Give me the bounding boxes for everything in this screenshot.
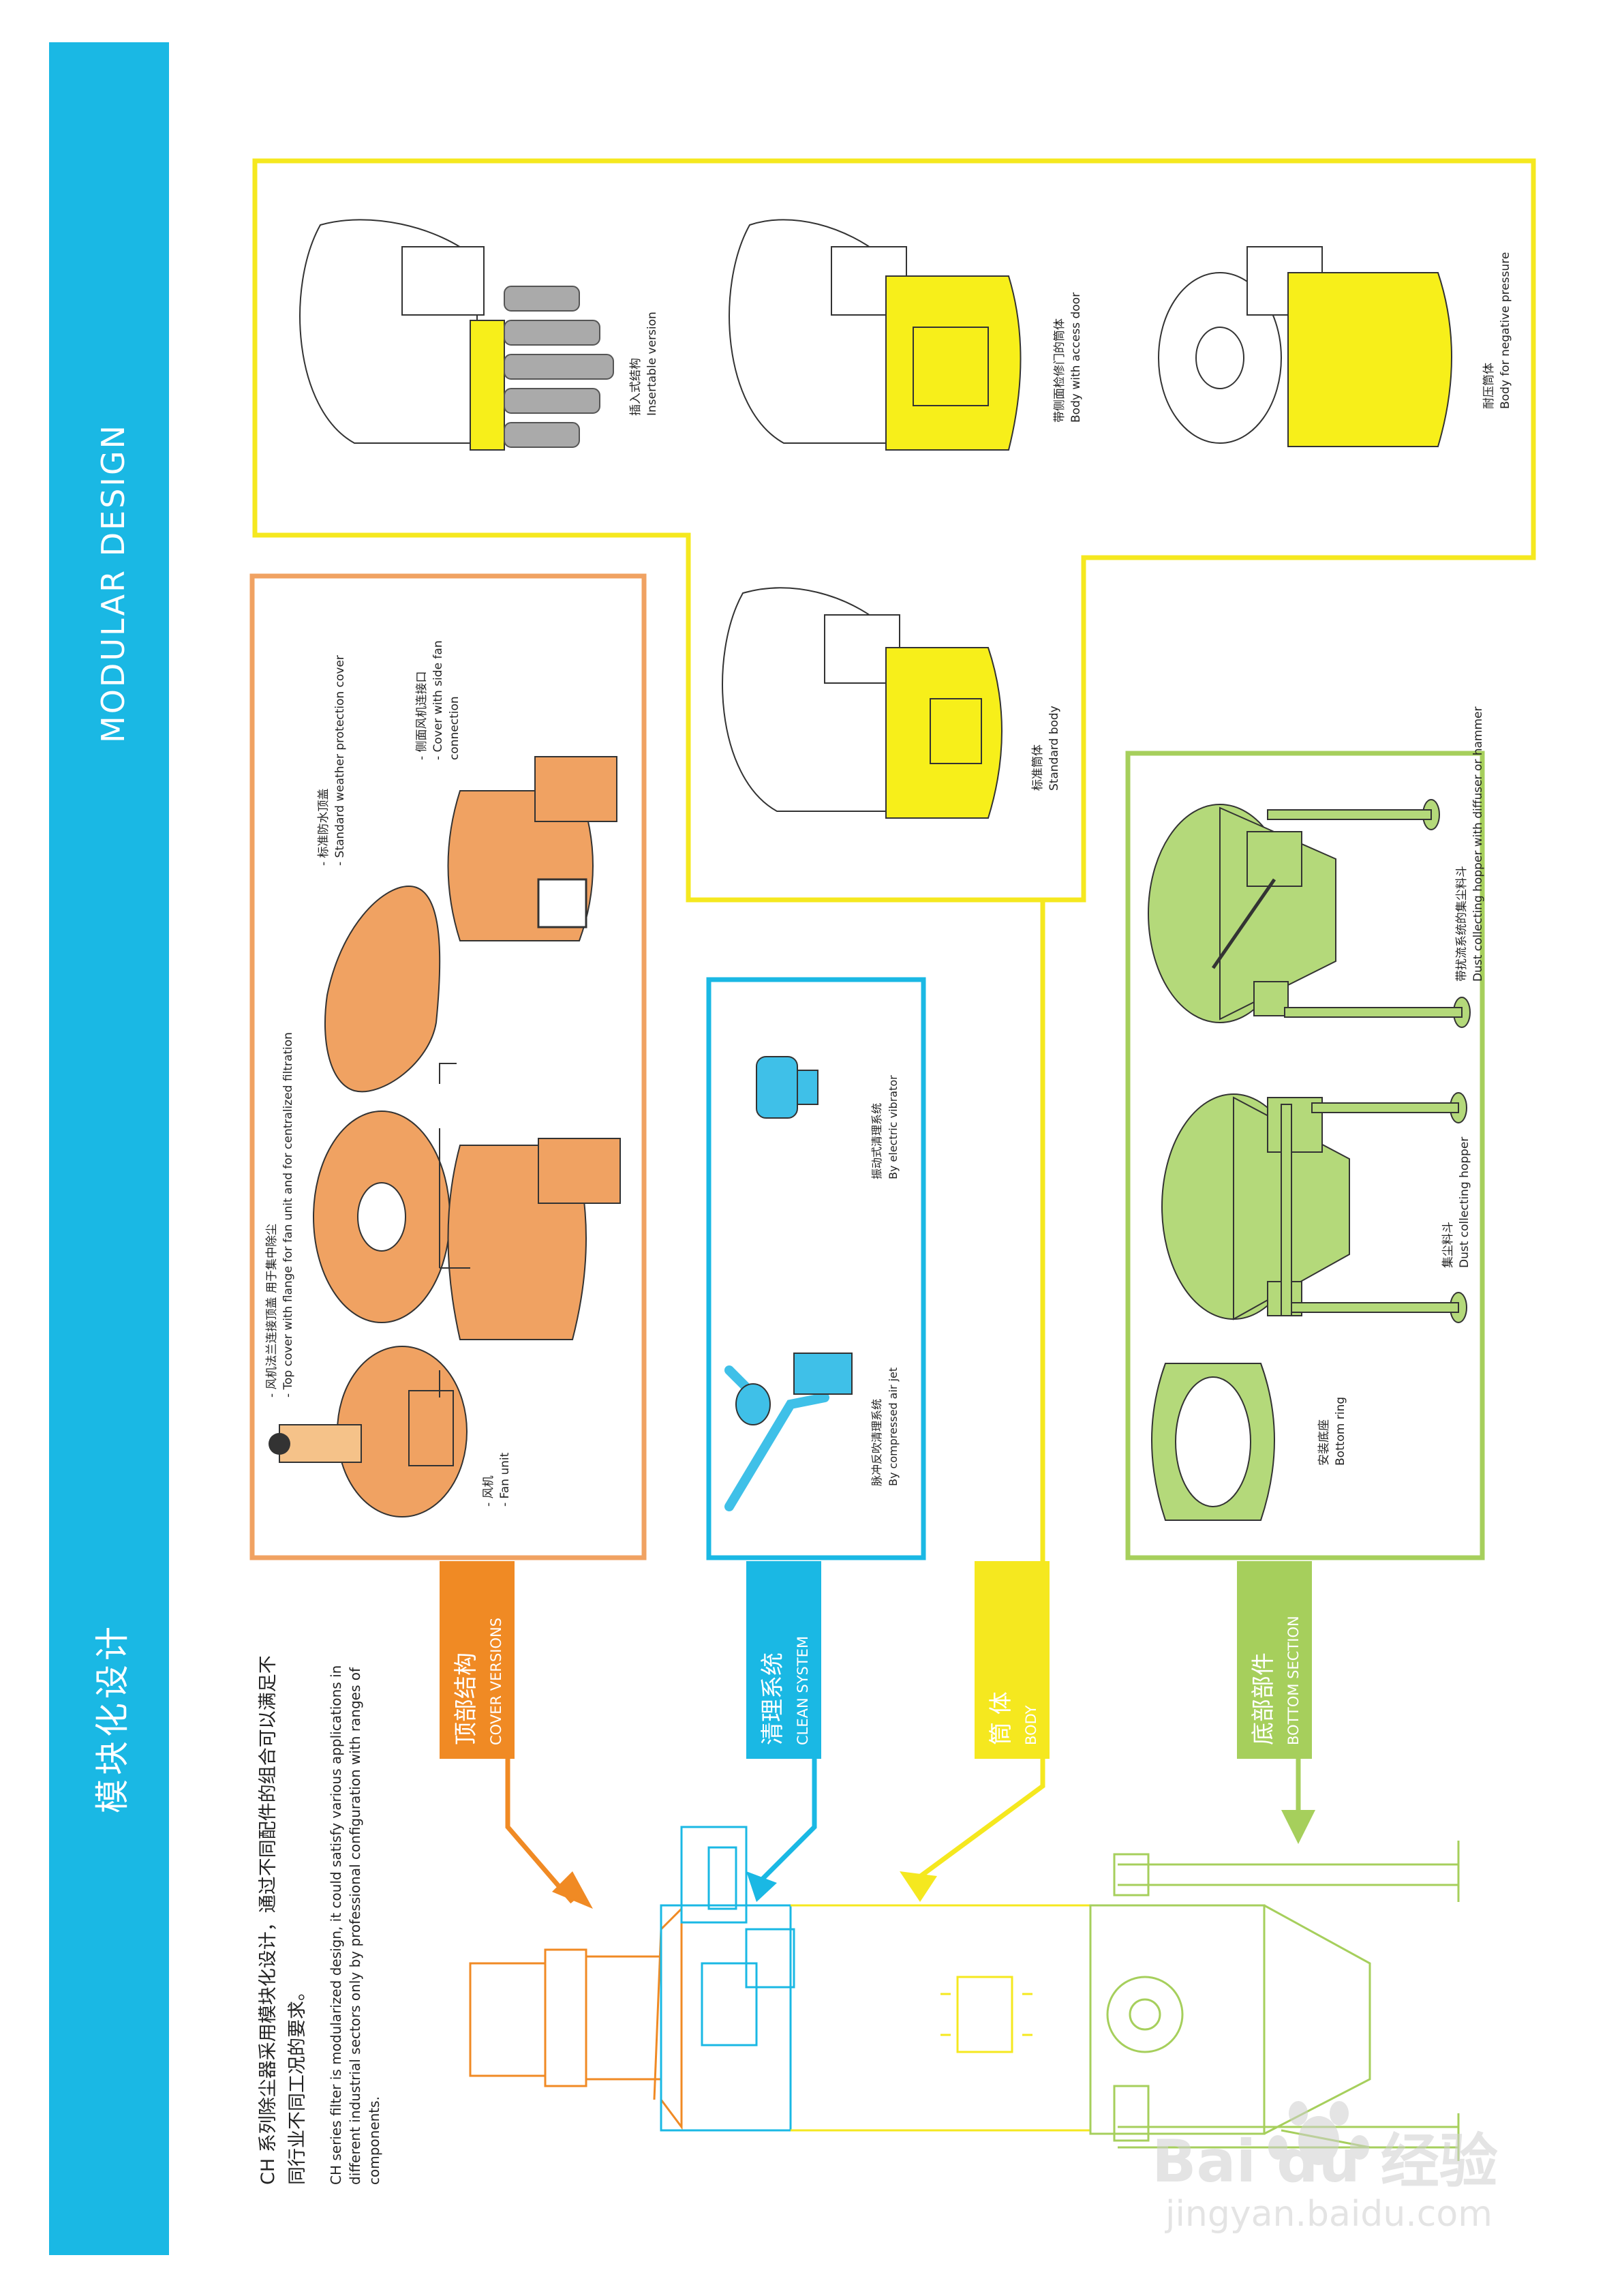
hopper-illustration [1161,1092,1467,1323]
bottom-ring-label-cn: 安装底座 [1317,1419,1331,1466]
assembled-filter-drawing [469,1826,1460,2161]
bottom-ring-label-en: Bottom ring [1334,1397,1347,1466]
cover-tab-en: COVER VERSIONS [488,1618,504,1745]
cover-tab: 顶部结构 COVER VERSIONS [440,1561,515,1759]
weather-cover-label-en: - Standard weather protection cover [333,655,347,866]
vibrator-label-cn: 振动式清理系统 [870,1103,883,1179]
vibrator-label-en: By electric vibrator [887,1075,900,1179]
side-fan-label-cn: - 侧面风机连接口 [415,671,429,760]
bottom-ring-illustration [1151,1363,1275,1521]
bottom-frame [1125,751,1485,1560]
access-door-body-illustration [729,219,1022,451]
flange-cover-label-en: - Top cover with flange for fan unit and… [281,1032,295,1398]
side-bar [49,42,169,2255]
flange-cover-label-cn: - 风机法兰连接顶盖 用于集中除尘 [265,1224,279,1398]
negative-pressure-label-en: Body for negative pressure [1499,252,1512,409]
side-fan-label-en-1: - Cover with side fan [431,640,445,760]
intro-en-line-3: components. [366,2096,382,2185]
intro-text: CH 系列除尘器采用模块化设计，通过不同配件的组合可以满足不 同行业不同工况的要… [258,1655,382,2185]
body-tab: 筒 体 BODY [975,1561,1050,1759]
fan-unit-illustration [269,1346,468,1517]
air-jet-label-cn: 脉冲反吹清理系统 [870,1399,883,1486]
weather-protection-cover-illustration [324,885,441,1093]
air-jet-label-en: By compressed air jet [887,1368,900,1486]
negative-pressure-body-illustration [1158,246,1452,447]
bottom-tab-en: BOTTOM SECTION [1285,1616,1302,1745]
cover-frame [249,573,647,1560]
cover-ring-illustration [447,1138,621,1340]
arrow-heads [552,1810,1315,1909]
air-jet-illustration [724,1353,853,1511]
bottom-tab-cn: 底部部件 [1250,1652,1277,1745]
side-fan-cover-illustration [447,756,617,941]
intro-cn-line-1: CH 系列除尘器采用模块化设计，通过不同配件的组合可以满足不 [258,1655,279,2185]
clean-tab: 清理系统 CLEAN SYSTEM [746,1561,821,1759]
insertable-label-en: Insertable version [645,312,659,416]
watermark-logo: Bai du 经验 [1152,2128,1498,2196]
body-tab-en: BODY [1023,1705,1039,1745]
title-en: MODULAR DESIGN [95,423,132,743]
side-fan-label-en-2: connection [448,696,461,760]
intro-en-line-1: CH series filter is modularized design, … [328,1665,344,2185]
flange-top-cover-illustration [313,1111,450,1323]
clean-tab-en: CLEAN SYSTEM [795,1636,811,1745]
intro-en-line-2: different industrial sectors only by pro… [347,1667,363,2185]
negative-pressure-label-cn: 耐压筒体 [1482,363,1496,409]
diffuser-hopper-label-cn: 带扰流系统的集尘料斗 [1455,866,1469,982]
fan-unit-label-cn: - 风机 [482,1475,495,1507]
baidu-watermark: Bai du 经验 jingyan.baidu.com [1152,2101,1498,2235]
clean-frame [706,977,926,1560]
access-door-label-cn: 带侧面检修门的筒体 [1053,318,1067,423]
standard-body-label-en: Standard body [1047,706,1061,791]
hopper-label-cn: 集尘料斗 [1441,1222,1455,1268]
body-frame [252,158,1536,903]
connector-arrows [505,900,1301,1904]
diffuser-hopper-label-en: Dust collecting hopper with diffuser or … [1471,706,1485,982]
fan-unit-label-en: - Fan unit [498,1452,512,1507]
body-tab-cn: 筒 体 [988,1691,1015,1745]
access-door-label-en: Body with access door [1069,292,1083,423]
diffuser-hopper-illustration [1148,799,1471,1028]
watermark-url: jingyan.baidu.com [1165,2194,1493,2235]
insertable-body-illustration [299,219,614,451]
weather-cover-label-cn: - 标准防水顶盖 [317,788,331,866]
insertable-label-cn: 插入式结构 [629,358,643,416]
paw-icon [1268,2101,1369,2165]
standard-body-illustration [722,587,1003,819]
cover-tab-cn: 顶部结构 [453,1652,480,1745]
electric-vibrator-illustration [756,1056,818,1119]
intro-cn-line-2: 同行业不同工况的要求。 [287,1982,308,2185]
cover-connector-lines [439,1063,470,1398]
bottom-tab: 底部部件 BOTTOM SECTION [1237,1561,1312,1759]
title-cn: 模块化设计 [93,1622,132,1813]
clean-tab-cn: 清理系统 [759,1652,786,1745]
hopper-label-en: Dust collecting hopper [1458,1137,1471,1268]
standard-body-label-cn: 标准筒体 [1031,744,1045,791]
